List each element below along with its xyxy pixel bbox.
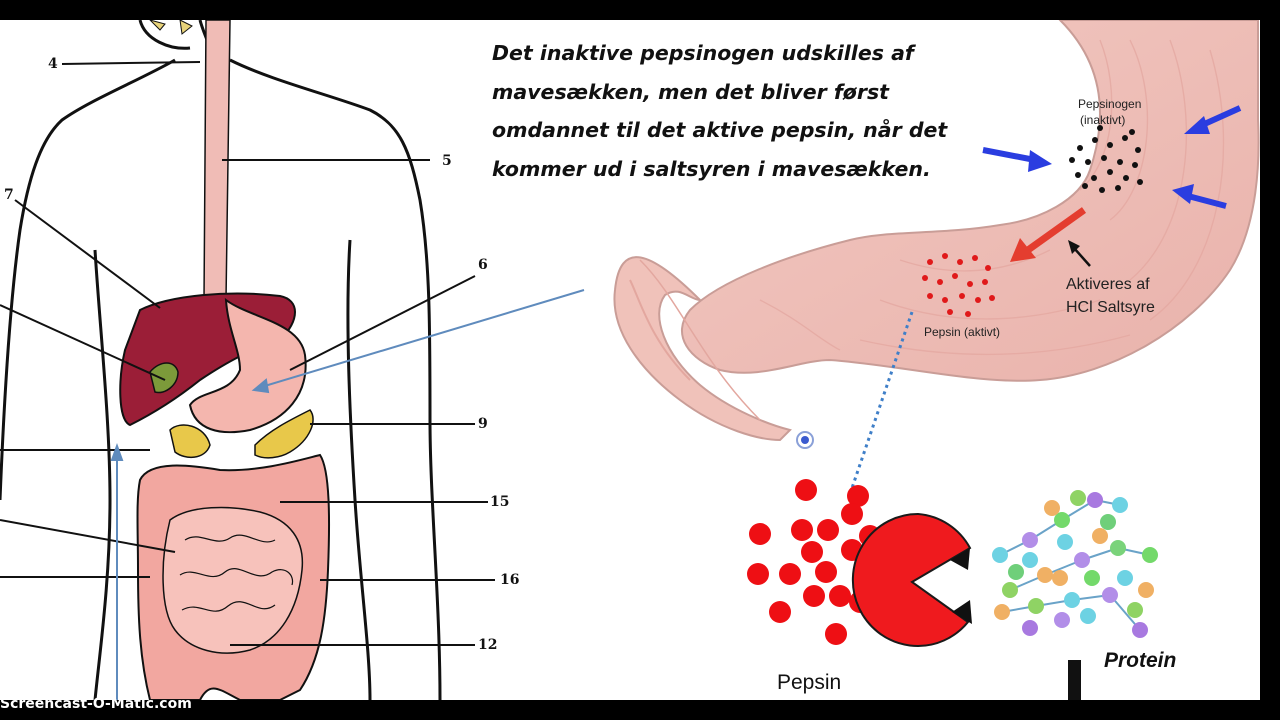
label-9: 9 (478, 416, 488, 432)
bottom-black-bar (0, 700, 1280, 720)
small-intestine (162, 506, 304, 654)
body-stomach (188, 297, 307, 434)
protein-molecule (992, 490, 1158, 638)
dotted-connector (850, 311, 914, 489)
pepsin-caption: Pepsin (777, 671, 842, 694)
explanation-heading: Det inaktive pepsinogen udskilles af mav… (492, 34, 962, 188)
intestine-loops (179, 534, 294, 612)
label-15: 15 (490, 494, 510, 510)
watermark: Screencast-O-Matic.com (0, 696, 192, 712)
label-16: 16 (500, 572, 520, 588)
label-12: 12 (478, 637, 498, 653)
label-lines (0, 61, 495, 646)
activation-arrow (1010, 207, 1087, 262)
activation-label-line2: HCl Saltsyre (1066, 299, 1155, 316)
pepsinogen-label: Pepsinogen (1078, 97, 1142, 111)
mouth-region (148, 19, 193, 35)
stomach-illustration (613, 19, 1260, 442)
pepsinogen-sublabel: (inaktivt) (1080, 113, 1126, 127)
label-5: 5 (442, 153, 452, 169)
label-4: 4 (48, 56, 58, 72)
activation-label-line1: Aktiveres af (1066, 276, 1150, 293)
hcl-pointer-arrow (1068, 240, 1091, 267)
pancreas (254, 409, 314, 459)
duodenum (169, 424, 211, 459)
heading-line-2: mavesækken, men det bliver først (492, 79, 889, 104)
blue-arrows (982, 105, 1242, 209)
pepsin-enzyme-pacman (851, 512, 972, 647)
label-7: 7 (4, 187, 14, 203)
pepsinogen-dots (1069, 125, 1143, 193)
heading-line-4: kommer ud i saltsyren i mavesækken. (492, 156, 931, 181)
pepsin-molecules (747, 479, 881, 645)
pepsin-active-label: Pepsin (aktivt) (924, 325, 1001, 339)
label-6: 6 (478, 257, 488, 273)
protein-caption: Protein (1104, 649, 1177, 672)
right-black-bar (1260, 0, 1280, 720)
blue-pointer-lines (110, 289, 585, 700)
top-black-bar (0, 0, 1280, 20)
heading-line-1: Det inaktive pepsinogen udskilles af (492, 41, 914, 65)
gallbladder (149, 362, 179, 394)
body-outline (0, 19, 442, 701)
cursor-icon (796, 431, 814, 449)
vertical-bar (1068, 660, 1081, 700)
heading-line-3: omdannet til det aktive pepsin, når det (492, 118, 948, 142)
pepsin-dots (922, 253, 995, 317)
